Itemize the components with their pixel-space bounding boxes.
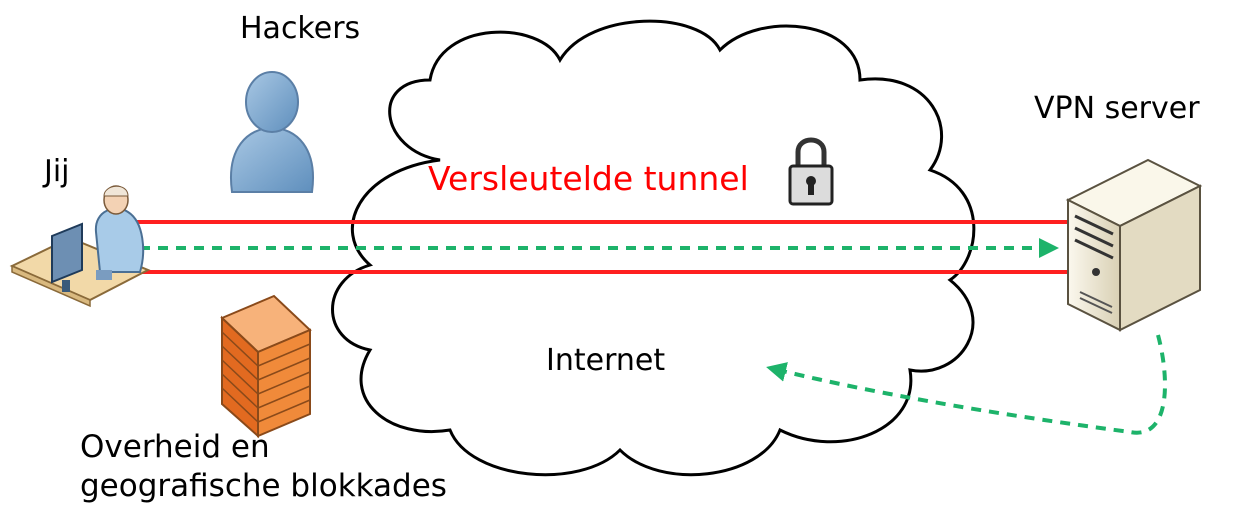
traffic-arrow-return: [766, 334, 1167, 435]
server-icon: [1065, 158, 1203, 332]
vpn-server-label: VPN server: [1034, 91, 1200, 126]
government-blocks-line2: geografische blokkades: [80, 468, 447, 504]
user-silhouette-icon: [230, 71, 314, 193]
internet-label: Internet: [546, 343, 666, 378]
padlock-icon: [788, 137, 834, 206]
computer-user-icon: [9, 185, 151, 308]
jij-label: Jij: [44, 154, 70, 189]
hackers-label: Hackers: [240, 11, 361, 46]
brick-wall-icon: [220, 294, 312, 439]
government-blocks-label: Overheid en geografische blokkades: [80, 428, 480, 506]
tunnel-label: Versleutelde tunnel: [428, 159, 749, 198]
government-blocks-line1: Overheid en: [80, 429, 270, 465]
